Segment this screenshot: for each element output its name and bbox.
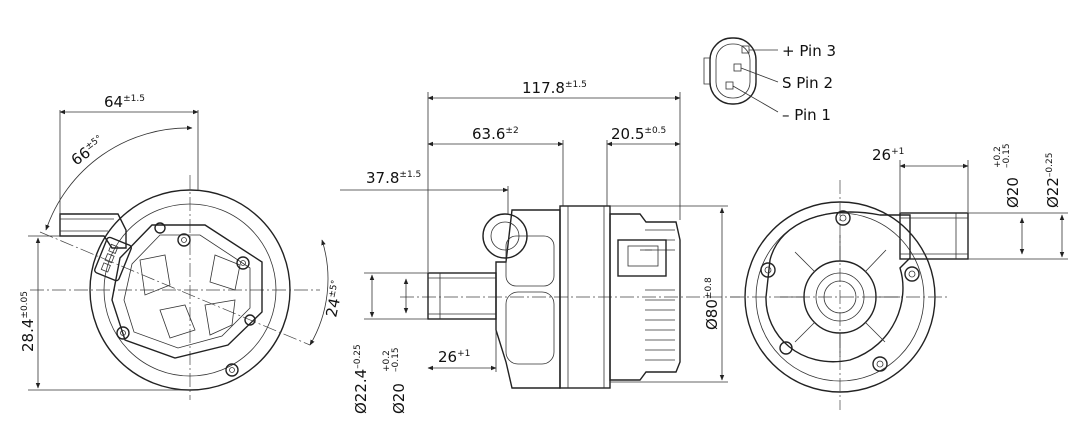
tol-dn-outlet: –0.15	[1002, 143, 1012, 168]
dim-angle-24: 24±5°	[322, 279, 347, 319]
volute-body	[495, 209, 561, 389]
dim-outlet-26: 26+1	[872, 146, 904, 164]
rib-4	[159, 304, 196, 339]
connector-side	[617, 239, 667, 277]
connector-detail: + Pin 3 S Pin 2 – Pin 1	[703, 37, 836, 124]
bolts-left	[116, 222, 256, 377]
dim-117-8: 117.8±1.5	[522, 79, 587, 97]
motor-cover-left	[111, 224, 263, 359]
dim-dia-20-outlet: Ø20	[1004, 177, 1022, 208]
left-view: 64±1.5 66±5° 24±5° 28.4±0.05	[19, 93, 347, 400]
outlet-pipe-right	[899, 212, 969, 260]
connector-left	[94, 236, 132, 282]
centerline-diag-left	[39, 231, 311, 346]
dim-dia-22-4: Ø22.4–0.25	[352, 344, 370, 414]
dim-20-5: 20.5±0.5	[611, 125, 666, 143]
connector-outline	[709, 37, 757, 105]
pin-3-label: + Pin 3	[782, 42, 836, 60]
rib-1	[123, 234, 251, 349]
dim-28-4: 28.4±0.05	[19, 291, 37, 352]
dim-64: 64±1.5	[104, 93, 145, 111]
tol-up-inlet: +0.2	[382, 350, 392, 372]
dim-63-6: 63.6±2	[472, 125, 519, 143]
dim-dia-20-inlet: Ø20	[390, 383, 408, 414]
dim-dia-80: Ø80±0.8	[703, 277, 721, 330]
dim-dia-22-outlet: Ø22–0.25	[1044, 153, 1062, 208]
bolts-right	[760, 210, 920, 372]
rib-3	[209, 254, 241, 291]
pin-1-label: – Pin 1	[782, 106, 831, 124]
tol-up-outlet: +0.2	[993, 146, 1003, 168]
volute-right	[765, 211, 911, 363]
inlet-pipe-side	[427, 272, 497, 320]
dim-37-8: 37.8±1.5	[366, 169, 421, 187]
dim-inlet-26: 26+1	[438, 348, 470, 366]
impeller-ribs	[780, 235, 900, 357]
tol-dn-inlet: –0.15	[391, 347, 401, 372]
dim-angle-66: 66±5°	[68, 133, 108, 169]
pin-2-label: S Pin 2	[782, 74, 833, 92]
rib-2	[139, 254, 171, 296]
outlet-boss	[482, 213, 528, 259]
rib-5	[204, 299, 236, 336]
side-view: 117.8±1.5 63.6±2 20.5±0.5 37.8±1.5 Ø80±0…	[340, 79, 740, 414]
right-view: 26+1 Ø20 +0.2 –0.15 Ø22–0.25	[730, 143, 1068, 410]
motor-housing-side	[609, 213, 681, 381]
